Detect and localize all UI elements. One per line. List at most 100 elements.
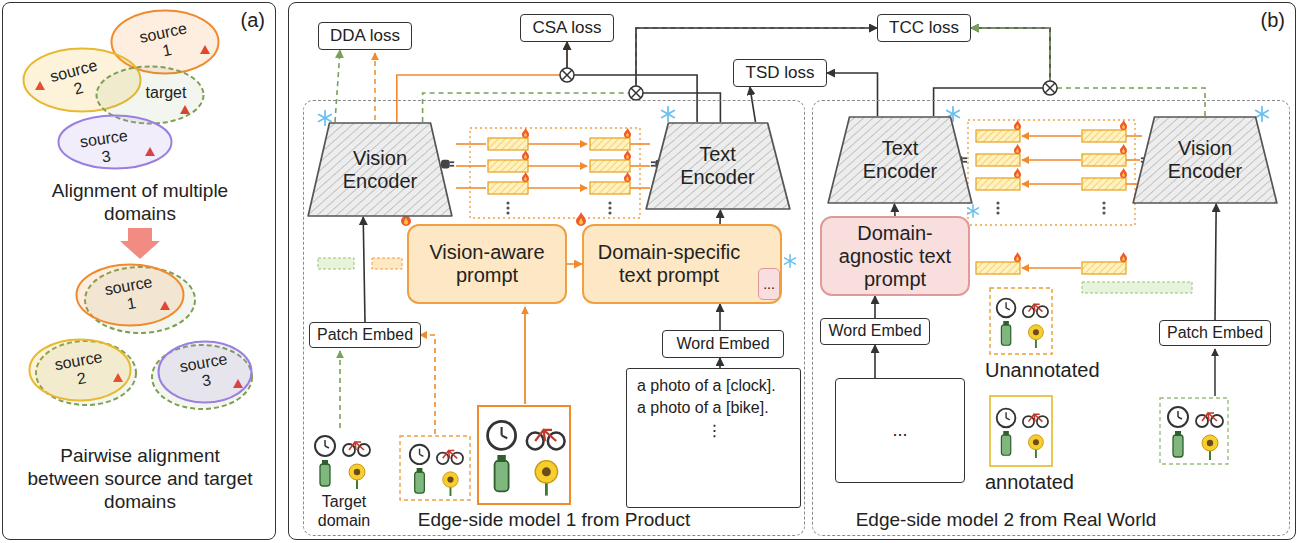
illustration-part <box>506 211 509 214</box>
illustration-part <box>1022 159 1081 161</box>
node-label: Domain-agnostic text prompt <box>830 222 960 291</box>
node-label: a photo of a [clock]. <box>637 377 776 395</box>
illustration-part <box>1256 107 1268 121</box>
node-label: Domain-specific text prompt <box>594 241 744 287</box>
caption-label: annotated <box>985 470 1125 494</box>
illustration-part <box>522 150 529 160</box>
illustration-part <box>785 255 796 268</box>
illustration-part <box>996 201 999 204</box>
illustration-part <box>1014 120 1021 130</box>
connector <box>636 28 877 122</box>
illustration-part <box>522 172 529 182</box>
node-label: a photo of a [bike]. <box>637 399 769 417</box>
node-label: Text Encoder <box>668 143 768 189</box>
embed-box: Patch Embed <box>309 322 421 348</box>
embed-box: Word Embed <box>820 318 929 345</box>
illustration-part <box>1082 154 1126 166</box>
illustration-part <box>1168 407 1223 460</box>
illustration-part <box>631 88 641 98</box>
node-label: ... <box>763 276 775 292</box>
node-label: DDA loss <box>330 26 400 46</box>
panel-label: (a) <box>241 9 265 32</box>
connector <box>719 304 721 330</box>
connector <box>750 87 756 122</box>
prompt-box: Domain-agnostic text prompt <box>820 216 970 296</box>
node-label: TSD loss <box>746 63 815 83</box>
caption-label: Unannotated <box>985 358 1125 382</box>
node-label: Patch Embed <box>317 326 413 344</box>
illustration-part <box>590 138 630 150</box>
illustration-part <box>456 165 486 167</box>
illustration-part <box>1102 211 1105 214</box>
illustration-part <box>976 178 1020 190</box>
trapezoid-shape <box>1133 117 1277 203</box>
illustration-part <box>996 206 999 209</box>
illustration-part <box>524 307 526 404</box>
trapezoid-shape <box>646 123 790 209</box>
illustration-part <box>506 201 509 204</box>
illustration-part <box>372 258 402 269</box>
caption-label: Alignment of multiple domains <box>30 180 250 226</box>
trapezoid-shape <box>308 123 452 216</box>
illustration-part <box>456 143 486 145</box>
illustration-part <box>1102 206 1105 209</box>
illustration-part <box>456 144 650 188</box>
illustration-part <box>608 206 611 209</box>
caption-label: Target domain <box>304 492 384 530</box>
illustration-part <box>608 211 611 214</box>
illustration-part <box>470 128 640 218</box>
illustration-part <box>1102 201 1105 204</box>
connector <box>719 358 721 368</box>
embed-box: Patch Embed <box>1159 320 1271 346</box>
panel-frame: (b)DDA lossCSA lossTCC lossTSD lossEdge-… <box>288 2 1296 540</box>
source-ellipse: source 3 <box>57 114 173 170</box>
loss-box: TCC loss <box>877 14 971 42</box>
connector <box>1215 204 1216 320</box>
connector <box>423 28 877 122</box>
node-label: Word Embed <box>828 322 921 340</box>
illustration-part <box>1120 144 1127 154</box>
prompt-box: Domain-specific text prompt... <box>582 224 782 304</box>
illustration-part <box>339 351 341 428</box>
illustration-part <box>976 130 1020 142</box>
illustration-part <box>1082 282 1192 293</box>
illustration-part <box>478 406 570 504</box>
connector <box>894 204 896 216</box>
illustration-part <box>1082 262 1126 274</box>
connector <box>874 345 876 378</box>
loss-box: TSD loss <box>733 59 827 87</box>
embed-box: Word Embed <box>662 330 784 358</box>
illustration-part <box>562 70 572 80</box>
illustration-part <box>528 165 587 167</box>
illustration-part <box>560 68 574 82</box>
region-caption: Edge-side model 1 from Product <box>304 509 804 531</box>
illustration-part <box>1014 168 1021 178</box>
illustration-part <box>624 150 631 160</box>
illustration-part <box>420 335 435 434</box>
illustration-part <box>976 262 1020 274</box>
encoder-trapezoid: Text Encoder <box>645 122 791 210</box>
illustration-part <box>506 206 509 209</box>
illustration-part <box>488 138 630 194</box>
node-label: TCC loss <box>889 18 959 38</box>
illustration-part <box>1120 252 1127 262</box>
illustration-part <box>1022 183 1081 185</box>
ellipsis-box: ... <box>835 378 965 483</box>
illustration-part <box>1160 398 1228 464</box>
illustration-part <box>400 436 470 500</box>
loss-box: CSA loss <box>520 14 614 42</box>
illustration-part <box>630 187 650 189</box>
illustration-part <box>562 70 572 80</box>
illustration-part <box>997 409 1048 458</box>
illustration-part <box>1214 349 1216 396</box>
source-ellipse: source 2 <box>28 338 132 402</box>
ellipse-shape <box>30 340 131 401</box>
connector <box>335 50 340 122</box>
illustration-part <box>1045 83 1055 93</box>
illustration-part <box>528 143 587 145</box>
illustration-part <box>1120 168 1127 178</box>
text-input-box: a photo of a [clock]. a photo of a [bike]… <box>626 368 801 508</box>
illustration-part <box>506 201 611 214</box>
